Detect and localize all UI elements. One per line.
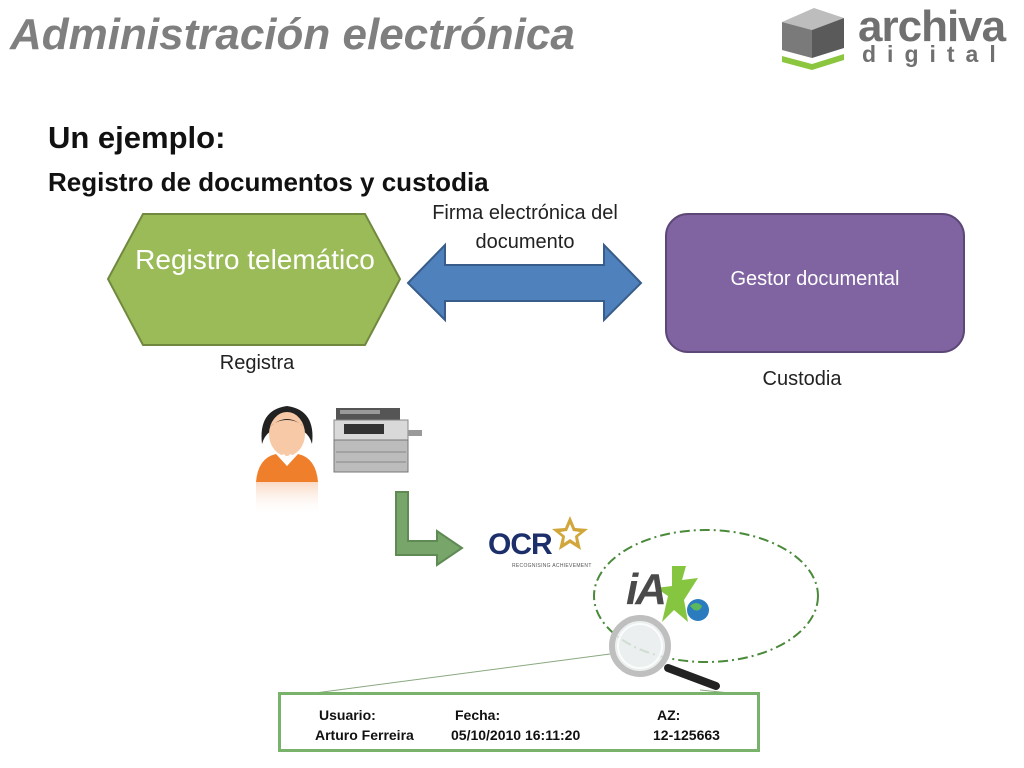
ocr-logo-tagline: RECOGNISING ACHIEVEMENT xyxy=(512,563,592,569)
fecha-value: 05/10/2010 16:11:20 xyxy=(451,727,581,743)
fecha-label: Fecha: xyxy=(455,707,501,723)
page-title: Administración electrónica xyxy=(10,10,575,59)
registra-label: Registra xyxy=(219,352,295,374)
ocr-logo-text: OCR xyxy=(488,528,553,561)
archiva-digital-logo xyxy=(782,8,844,70)
section-title: Un ejemplo: xyxy=(48,120,226,155)
ocr-logo xyxy=(552,516,588,550)
section-subtitle: Registro de documentos y custodia xyxy=(48,167,489,197)
az-label: AZ: xyxy=(657,707,681,723)
logo-subtitle: digital xyxy=(862,41,1007,67)
logo-wordmark: archiva xyxy=(858,2,1006,51)
gestor-documental-label: Gestor documental xyxy=(730,268,900,290)
az-value: 12-125663 xyxy=(653,727,720,743)
magnifier-icon xyxy=(609,615,720,690)
ia-logo xyxy=(656,566,709,622)
dashed-ellipse xyxy=(593,529,819,663)
registro-telematico-label: Registro telemático xyxy=(135,244,375,275)
firma-electronica-label: Firma electrónica del documento xyxy=(432,202,618,253)
usuario-label: Usuario: xyxy=(319,707,376,723)
gestor-box xyxy=(665,213,965,353)
registro-hexagon xyxy=(106,213,402,346)
green-bent-arrow xyxy=(395,491,464,567)
ia-logo-text: iA xyxy=(626,565,667,614)
double-arrow xyxy=(406,242,643,323)
usuario-value: Arturo Ferreira xyxy=(315,727,414,743)
custodia-label: Custodia xyxy=(762,368,842,390)
person-icon xyxy=(256,406,318,516)
document-stamp-box: Usuario: Arturo Ferreira Fecha: 05/10/20… xyxy=(278,692,760,752)
printer-icon xyxy=(333,408,422,473)
